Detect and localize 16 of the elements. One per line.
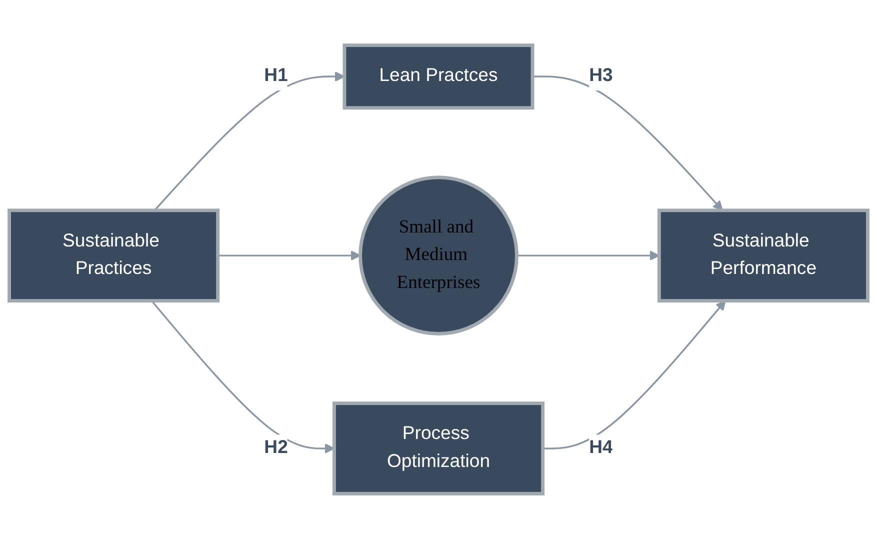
node-box — [8, 208, 220, 303]
node-box — [342, 44, 534, 110]
arrow — [154, 71, 345, 211]
node-circle — [358, 176, 518, 336]
node-box — [657, 208, 870, 303]
edge-label: H1 — [264, 66, 288, 86]
arrow — [150, 300, 335, 454]
arrow — [532, 76, 723, 211]
edge-label: H3 — [589, 66, 613, 86]
arrow — [218, 250, 361, 261]
node-box — [332, 402, 545, 496]
arrow — [542, 300, 726, 450]
edge-label: H2 — [264, 438, 288, 458]
diagram: H1 Lean Practces H3 Sustainable Practices Small and Medium Enterprises Sustainable Performance H2 Process Optimization H4 — [0, 36, 877, 503]
arrow — [516, 250, 660, 261]
edge-label: H4 — [589, 438, 613, 458]
